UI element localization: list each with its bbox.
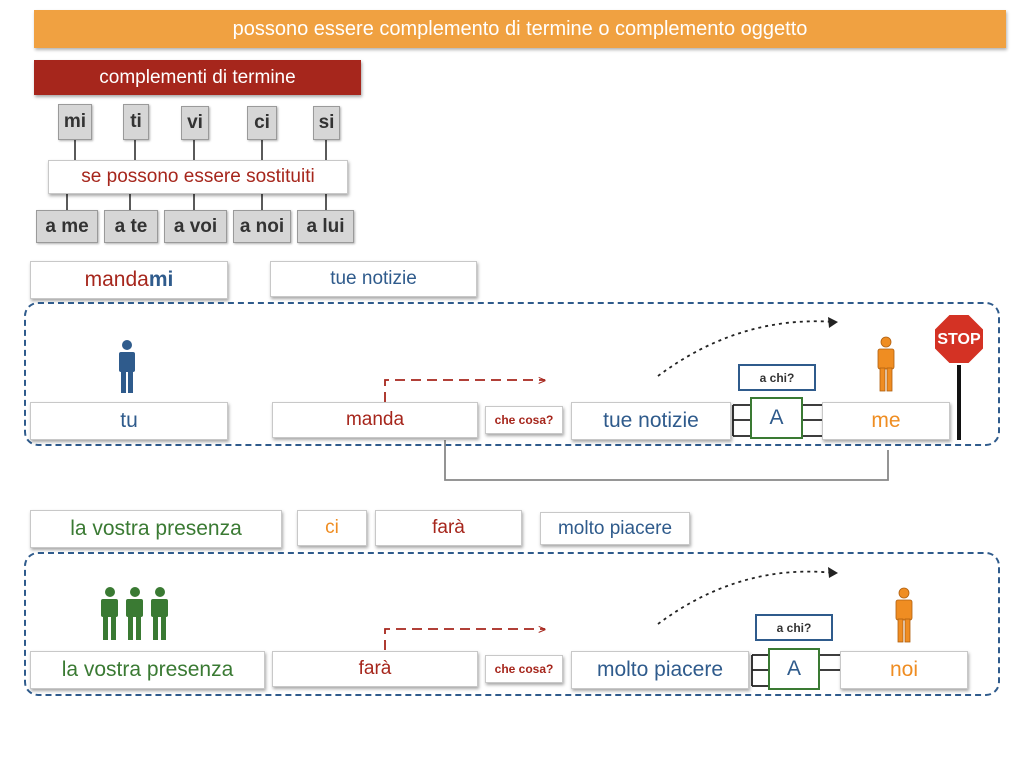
stop-sign-label: STOP — [937, 331, 981, 348]
example2-subject: la vostra presenza — [30, 651, 265, 689]
example2-preposition: A — [768, 648, 820, 690]
example2-indirect: noi — [840, 651, 968, 689]
replacement-a-noi: a noi — [233, 210, 291, 243]
example1-verb-bold: mi — [148, 268, 174, 291]
example1-verb-plain: manda — [84, 268, 149, 291]
example2-pronoun: ci — [297, 510, 367, 546]
example2-panel — [24, 552, 1000, 696]
replacement-a-me: a me — [36, 210, 98, 243]
example2-object-top: molto piacere — [540, 512, 690, 545]
condition-box: se possono essere sostituiti — [48, 160, 348, 194]
replacement-a-te: a te — [104, 210, 158, 243]
example2-question-whom: a chi? — [755, 614, 833, 641]
pronoun-ci: ci — [247, 106, 277, 140]
header-title: possono essere complemento di termine o … — [232, 17, 808, 40]
header-bar: possono essere complemento di termine o … — [34, 10, 1006, 48]
example2-subject-top: la vostra presenza — [30, 510, 282, 548]
termine-label-box: complementi di termine — [34, 60, 361, 95]
example2-predicate: farà — [272, 651, 478, 687]
example1-question-what: che cosa? — [485, 406, 563, 434]
pronoun-mi: mi — [58, 104, 92, 140]
pronoun-ti: ti — [123, 104, 149, 140]
example1-subject: tu — [30, 402, 228, 440]
example1-predicate: manda — [272, 402, 478, 438]
pronoun-si: si — [313, 106, 340, 140]
example2-object-node: molto piacere — [571, 651, 749, 689]
example1-indirect: me — [822, 402, 950, 440]
example1-question-whom: a chi? — [738, 364, 816, 391]
pronoun-vi: vi — [181, 106, 209, 140]
example2-verb-top: farà — [375, 510, 522, 546]
example1-object-box: tue notizie — [270, 261, 477, 297]
example1-preposition: A — [750, 397, 803, 439]
replacement-a-lui: a lui — [297, 210, 354, 243]
example1-object-node: tue notizie — [571, 402, 731, 440]
example2-question-what: che cosa? — [485, 655, 563, 683]
replacement-a-voi: a voi — [164, 210, 227, 243]
termine-label: complementi di termine — [99, 66, 296, 88]
